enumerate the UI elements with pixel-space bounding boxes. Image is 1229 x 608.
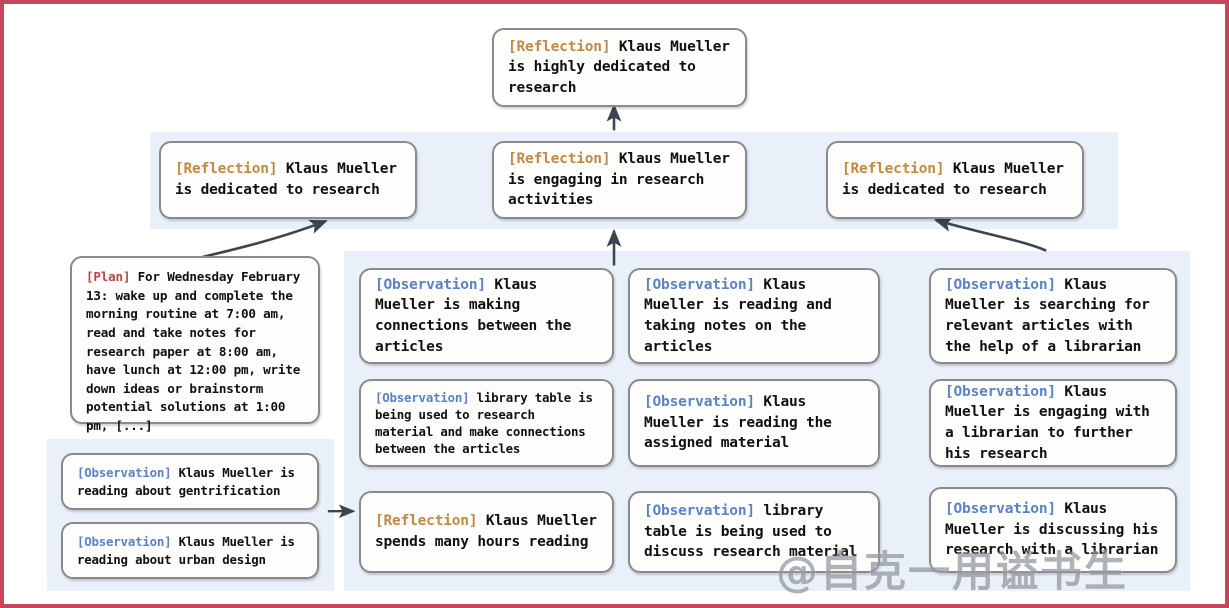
tag-observation: [Observation] [375,389,470,405]
node-text: [Reflection] Klaus Mueller is dedicated … [175,159,403,200]
node-col1-observation-1[interactable]: [Observation] Klaus Mueller is making co… [359,268,614,364]
node-text: [Reflection] Klaus Mueller spends many h… [375,511,600,552]
node-body: Klaus Mueller is reading about urban des… [77,534,303,567]
node-body: Klaus Mueller is dedicated to research [175,161,406,198]
node-body: library table is being used to research … [375,389,601,457]
node-body: Klaus Mueller is searching for relevant … [945,276,1159,355]
node-text: [Reflection] Klaus Mueller is dedicated … [842,159,1070,200]
node-body: Klaus Mueller is engaging with a librari… [945,383,1159,462]
node-text: [Observation] library table is being use… [375,389,600,457]
node-text: [Observation] library table is being use… [644,501,866,563]
tag-reflection: [Reflection] [375,513,478,530]
node-col2-observation-2[interactable]: [Observation] Klaus Mueller is reading t… [628,379,880,467]
node-col3-observation-2[interactable]: [Observation] Klaus Mueller is engaging … [929,379,1177,467]
node-col2-observation-3[interactable]: [Observation] library table is being use… [628,491,880,573]
node-body: Klaus Mueller is discussing his research… [945,501,1167,559]
node-body: library table is being used to discuss r… [644,503,858,561]
node-body: Klaus Mueller is reading about gentrific… [77,465,303,498]
node-body: Klaus Mueller is making connections betw… [375,276,580,355]
node-col1-observation-2[interactable]: [Observation] library table is being use… [359,379,614,467]
node-text: [Observation] Klaus Mueller is reading a… [644,275,866,357]
node-reflection-1[interactable]: [Reflection] Klaus Mueller is dedicated … [159,141,417,219]
diagram-canvas: [Reflection] Klaus Mueller is highly ded… [4,4,1225,604]
node-left-observation-1[interactable]: [Observation] Klaus Mueller is reading a… [61,453,319,510]
tag-observation: [Observation] [77,534,172,550]
node-text: [Observation] Klaus Mueller is making co… [375,275,600,357]
tag-reflection: [Reflection] [508,151,611,168]
tag-observation: [Observation] [945,276,1056,293]
node-body: Klaus Mueller is dedicated to research [842,161,1073,198]
node-col3-observation-1[interactable]: [Observation] Klaus Mueller is searching… [929,268,1177,364]
node-text: [Observation] Klaus Mueller is reading a… [77,533,305,567]
tag-plan: [Plan] [86,269,131,284]
tag-observation: [Observation] [945,501,1056,518]
node-body: Klaus Mueller is reading and taking note… [644,276,841,355]
node-reflection-2[interactable]: [Reflection] Klaus Mueller is engaging i… [492,141,747,219]
node-left-observation-2[interactable]: [Observation] Klaus Mueller is reading a… [61,522,319,579]
tag-reflection: [Reflection] [175,161,278,178]
tag-observation: [Observation] [644,276,755,293]
node-col3-observation-3[interactable]: [Observation] Klaus Mueller is discussin… [929,487,1177,573]
node-text: [Observation] Klaus Mueller is reading a… [77,464,305,498]
tag-observation: [Observation] [644,503,755,520]
node-reflection-3[interactable]: [Reflection] Klaus Mueller is dedicated … [826,141,1084,219]
tag-observation: [Observation] [77,465,172,481]
node-body: Klaus Mueller is engaging in research ac… [508,151,739,209]
node-text: [Observation] Klaus Mueller is searching… [945,275,1163,357]
tag-reflection: [Reflection] [508,38,611,55]
node-text: [Observation] Klaus Mueller is engaging … [945,382,1163,464]
node-body: Klaus Mueller is highly dedicated to res… [508,38,739,96]
node-col2-observation-1[interactable]: [Observation] Klaus Mueller is reading a… [628,268,880,364]
node-body: Klaus Mueller is reading the assigned ma… [644,394,841,452]
node-text: [Observation] Klaus Mueller is discussin… [945,499,1163,561]
tag-observation: [Observation] [375,276,486,293]
node-body: Klaus Mueller spends many hours reading [375,513,606,550]
node-col1-reflection[interactable]: [Reflection] Klaus Mueller spends many h… [359,491,614,573]
node-root-reflection[interactable]: [Reflection] Klaus Mueller is highly ded… [492,28,747,107]
node-plan[interactable]: [Plan] For Wednesday February 13: wake u… [70,256,320,433]
node-body: For Wednesday February 13: wake up and c… [86,269,308,433]
node-text: [Observation] Klaus Mueller is reading t… [644,392,866,454]
tag-observation: [Observation] [945,383,1056,400]
node-text: [Reflection] Klaus Mueller is highly ded… [508,37,733,99]
watermark-text: @自克一用谥书生 [776,547,1129,596]
tag-observation: [Observation] [644,394,755,411]
node-text: [Plan] For Wednesday February 13: wake u… [86,268,306,436]
node-text: [Reflection] Klaus Mueller is engaging i… [508,149,733,211]
tag-reflection: [Reflection] [842,161,945,178]
